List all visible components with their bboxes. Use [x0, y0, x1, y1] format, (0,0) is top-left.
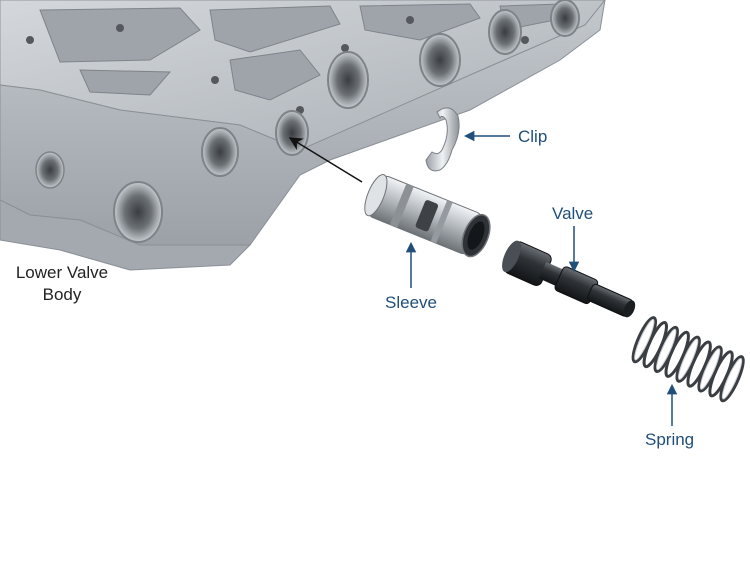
valve-part	[502, 240, 636, 318]
sleeve-label: Sleeve	[385, 293, 437, 312]
lower-valve-body-label-line1: Lower Valve	[15, 263, 109, 282]
sleeve-part	[364, 174, 491, 258]
lower-valve-body	[0, 0, 606, 271]
valve-label: Valve	[552, 204, 594, 223]
lower-valve-body-label: Lower Valve Body	[10, 262, 114, 306]
spring-part	[631, 316, 745, 403]
clip-label: Clip	[518, 127, 548, 146]
lower-valve-body-label-line2: Body	[42, 285, 82, 304]
insertion-arrow	[288, 137, 363, 183]
clip-part	[425, 107, 460, 172]
spring-label: Spring	[645, 430, 695, 449]
